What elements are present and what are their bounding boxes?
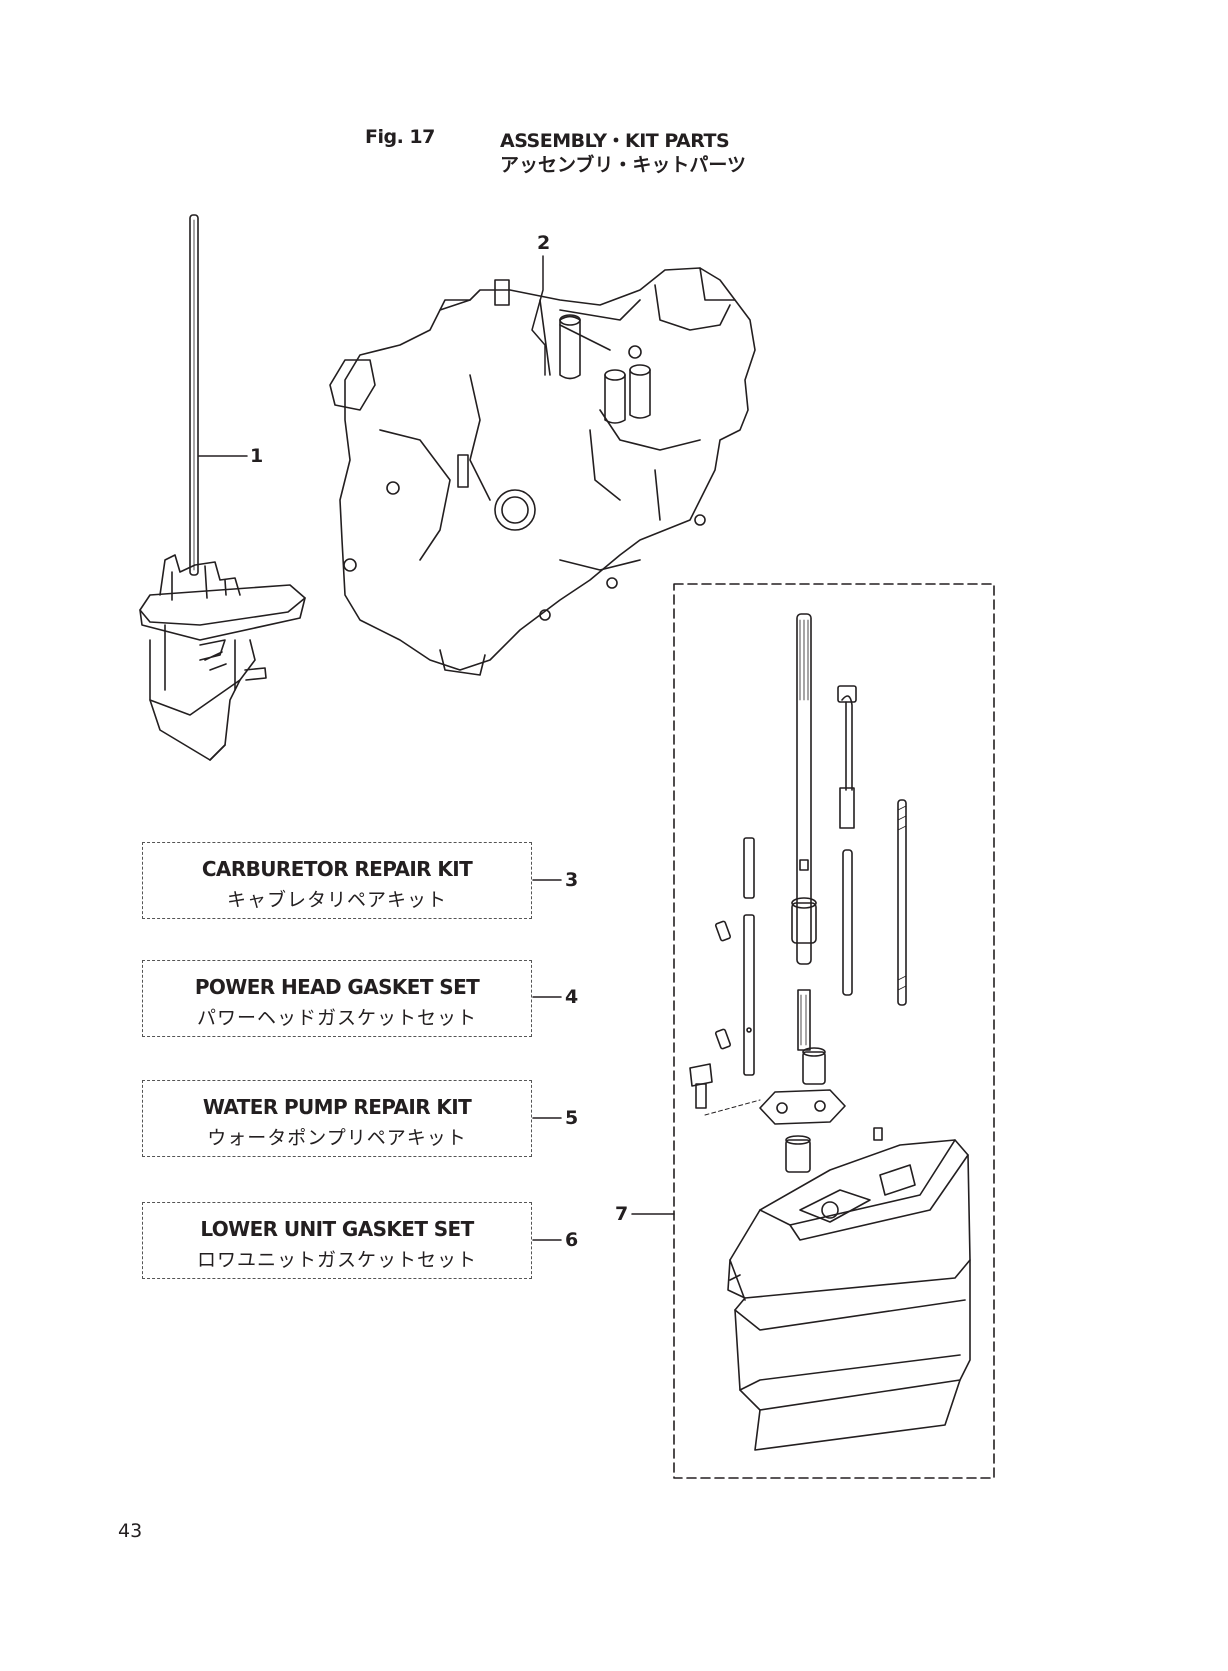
kit-label-en: CARBURETOR REPAIR KIT: [201, 857, 473, 881]
kit-label-en: POWER HEAD GASKET SET: [194, 975, 480, 999]
figure-title: ASSEMBLY・KIT PARTS: [500, 130, 730, 152]
page-number: 43: [118, 1520, 143, 1542]
kit-box-carburetor-repair: CARBURETOR REPAIR KIT キャブレタリペアキット: [142, 842, 532, 919]
part-2-power-head-illustration: [329, 267, 756, 676]
kit-label-en: LOWER UNIT GASKET SET: [200, 1217, 474, 1241]
callout-4: 4: [565, 986, 579, 1008]
part-7-shift-rod-illustration: [837, 685, 907, 1006]
part-7-drive-shaft-illustration: [791, 613, 817, 1051]
part-7-housing-illustration: [727, 1139, 971, 1451]
kit-label-jp: ロワユニットガスケットセット: [196, 1249, 477, 1271]
figure-title-jp: アッセンブリ・キットパーツ: [500, 154, 747, 176]
part-1-lower-unit-illustration: [139, 214, 306, 761]
callout-7: 7: [615, 1203, 629, 1225]
kit-box-water-pump-repair: WATER PUMP REPAIR KIT ウォータポンプリペアキット: [142, 1080, 532, 1157]
figure-number: Fig. 17: [365, 126, 435, 148]
kit-label-jp: ウォータポンプリペアキット: [207, 1127, 467, 1149]
part-7-small-parts-illustration: [689, 837, 883, 1173]
callout-3: 3: [565, 869, 579, 891]
part-7-kit-frame: [673, 583, 995, 1479]
kit-box-lower-unit-gasket: LOWER UNIT GASKET SET ロワユニットガスケットセット: [142, 1202, 532, 1279]
callout-2: 2: [537, 232, 551, 254]
kit-label-jp: キャブレタリペアキット: [226, 889, 447, 911]
callout-6: 6: [565, 1229, 579, 1251]
callout-5: 5: [565, 1107, 579, 1129]
kit-box-power-head-gasket: POWER HEAD GASKET SET パワーヘッドガスケットセット: [142, 960, 532, 1037]
callout-1: 1: [250, 445, 264, 467]
callout-leader-lines: [198, 255, 675, 1241]
kit-label-jp: パワーヘッドガスケットセット: [196, 1007, 477, 1029]
kit-label-en: WATER PUMP REPAIR KIT: [202, 1095, 472, 1119]
